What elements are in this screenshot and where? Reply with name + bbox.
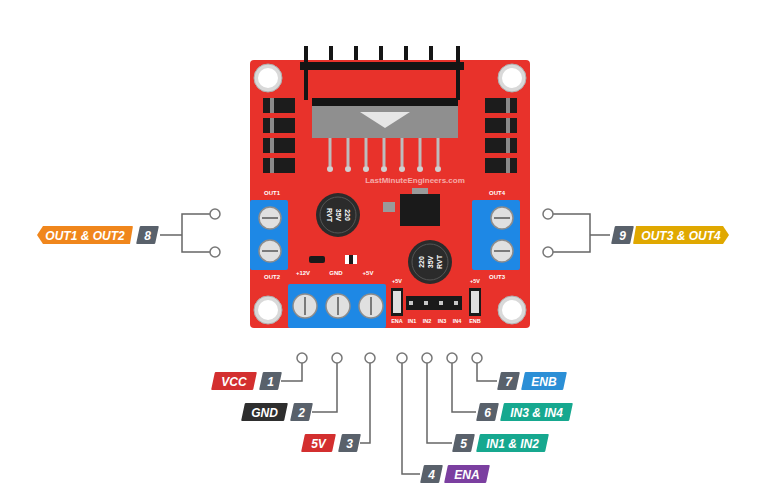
callout-number: 2	[292, 403, 311, 421]
capacitor-marking: RVT	[326, 208, 333, 222]
pin-label-text: IN3 & IN4	[510, 404, 563, 422]
terminal-label: OUT3	[489, 274, 505, 280]
pin-label: IN3	[438, 319, 447, 325]
pin-label: GND	[243, 403, 286, 421]
capacitor-marking: 220	[418, 256, 425, 268]
pin-label-text: GND	[251, 404, 278, 422]
callout-text: 2	[298, 404, 305, 422]
pin-label: ENB	[469, 319, 481, 325]
terminal-label: OUT4	[489, 190, 505, 196]
pin-label: OUT1 & OUT2	[37, 226, 133, 244]
pin-label-text: OUT1 & OUT2	[45, 227, 124, 245]
pin-label: IN4	[453, 319, 462, 325]
pin-label-text: 5V	[311, 435, 326, 453]
jumper-label: +5V	[470, 279, 480, 285]
capacitor-marking: 35V	[335, 209, 342, 221]
callout-number: 1	[261, 372, 280, 390]
callout-number: 6	[478, 403, 497, 421]
pin-label-text: IN1 & IN2	[486, 435, 539, 453]
pin-label-text: VCC	[221, 373, 246, 391]
pin-label: IN2	[423, 319, 432, 325]
pin-label: IN1 & IN2	[478, 434, 547, 452]
pin-label: ENA	[446, 465, 488, 483]
callout-text: 8	[144, 227, 151, 245]
callout-text: 1	[267, 373, 274, 391]
terminal-label: OUT1	[264, 190, 280, 196]
callout-text: 3	[346, 435, 353, 453]
callout-number: 3	[340, 434, 359, 452]
callout-text: 5	[460, 435, 467, 453]
callout-text: 6	[484, 404, 491, 422]
pin-label: VCC	[213, 372, 255, 390]
callout-number: 4	[422, 465, 441, 483]
pin-label: ENA	[391, 319, 403, 325]
pin-label: IN3 & IN4	[502, 403, 571, 421]
power-label: +12V	[296, 270, 310, 276]
callout-number: 9	[613, 226, 632, 244]
callout-number: 7	[499, 372, 518, 390]
pin-label: IN1	[408, 319, 417, 325]
pin-label: 5V	[303, 434, 334, 452]
pin-label: OUT3 & OUT4	[633, 226, 729, 244]
callout-text: 7	[505, 373, 512, 391]
capacitor-marking: RVT	[436, 255, 443, 269]
power-label: +5V	[363, 270, 374, 276]
pin-label: ENB	[523, 372, 565, 390]
callout-text: 9	[619, 227, 626, 245]
terminal-label: OUT2	[264, 274, 280, 280]
callout-text: 4	[428, 466, 435, 484]
pin-label-text: ENA	[454, 466, 479, 484]
pin-label-text: ENB	[531, 373, 556, 391]
power-label: GND	[329, 270, 342, 276]
watermark: LastMinuteEngineers.com	[365, 177, 465, 185]
capacitor-marking: 35V	[427, 256, 434, 268]
capacitor-marking: 220	[344, 209, 351, 221]
pin-label-text: OUT3 & OUT4	[641, 227, 720, 245]
jumper-label: +5V	[392, 279, 402, 285]
callout-number: 8	[138, 226, 157, 244]
callout-number: 5	[454, 434, 473, 452]
